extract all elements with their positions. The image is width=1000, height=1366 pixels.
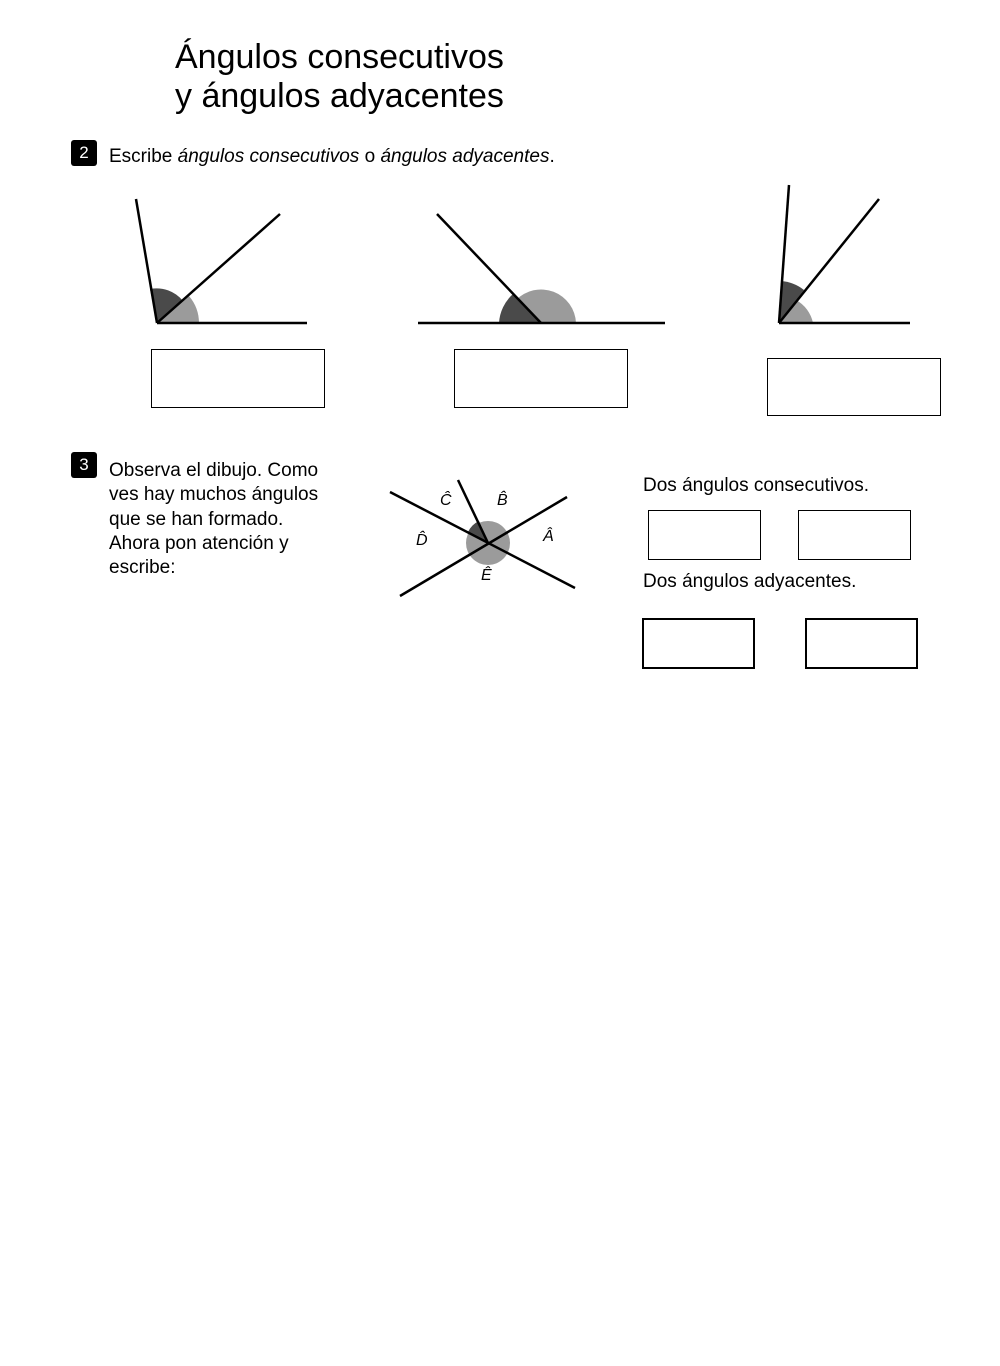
exercise-2-number: 2 <box>71 140 97 166</box>
angle-label-D: D̂ <box>416 529 428 549</box>
worksheet-title: Ángulos consecutivos y ángulos adyacente… <box>175 38 504 116</box>
exercise-3-instruction: Observa el dibujo. Como ves hay muchos á… <box>109 460 319 579</box>
answer-box-figure-3[interactable] <box>767 358 941 416</box>
angle-label-B: B̂ <box>497 489 508 509</box>
line-3 <box>456 479 490 544</box>
figure-1-angles <box>134 198 307 325</box>
figure-3-angles <box>777 184 910 325</box>
consecutive-answer-box-1[interactable] <box>648 510 761 560</box>
line-2 <box>399 495 568 598</box>
figure-1-ray-vertical <box>134 198 159 324</box>
figure-2-dark-sector <box>499 294 541 323</box>
term-consecutive: ángulos consecutivos <box>177 146 360 167</box>
figure-3-dark-sector <box>779 281 804 323</box>
angle-label-C: Ĉ <box>440 490 452 509</box>
adjacent-answer-box-2[interactable] <box>805 618 918 669</box>
intersecting-lines-figure: Ĉ B̂ D̂ Â Ê <box>389 479 576 598</box>
center-dark-sector <box>468 521 488 543</box>
figure-1-light-sector <box>157 296 199 323</box>
adjacent-answer-box-1[interactable] <box>642 618 755 669</box>
figure-3-light-sector <box>779 300 813 323</box>
title-line-1: Ángulos consecutivos <box>175 38 504 76</box>
consecutive-angles-label: Dos ángulos consecutivos. <box>643 475 870 496</box>
exercise-3-number: 3 <box>71 452 97 478</box>
line-1 <box>389 490 576 590</box>
answer-box-figure-1[interactable] <box>151 349 325 408</box>
figure-2-ray-diagonal <box>436 213 542 324</box>
figure-2-angles <box>418 213 665 325</box>
figure-1-ray-diagonal <box>156 213 281 324</box>
angle-label-E: Ê <box>481 565 492 584</box>
figure-3-ray-vertical <box>777 184 791 324</box>
term-adjacent: ángulos adyacentes <box>380 146 550 167</box>
figure-1-dark-sector <box>150 288 183 323</box>
title-line-2: y ángulos adyacentes <box>175 77 504 115</box>
exercise-2-instruction: Escribe ángulos consecutivos o ángulos a… <box>109 146 555 167</box>
figure-2-light-sector <box>516 289 576 323</box>
angle-label-A: Â <box>542 526 554 545</box>
consecutive-answer-box-2[interactable] <box>798 510 911 560</box>
figure-3-ray-diagonal <box>778 198 880 324</box>
adjacent-angles-label: Dos ángulos adyacentes. <box>643 571 857 592</box>
answer-box-figure-2[interactable] <box>454 349 628 408</box>
